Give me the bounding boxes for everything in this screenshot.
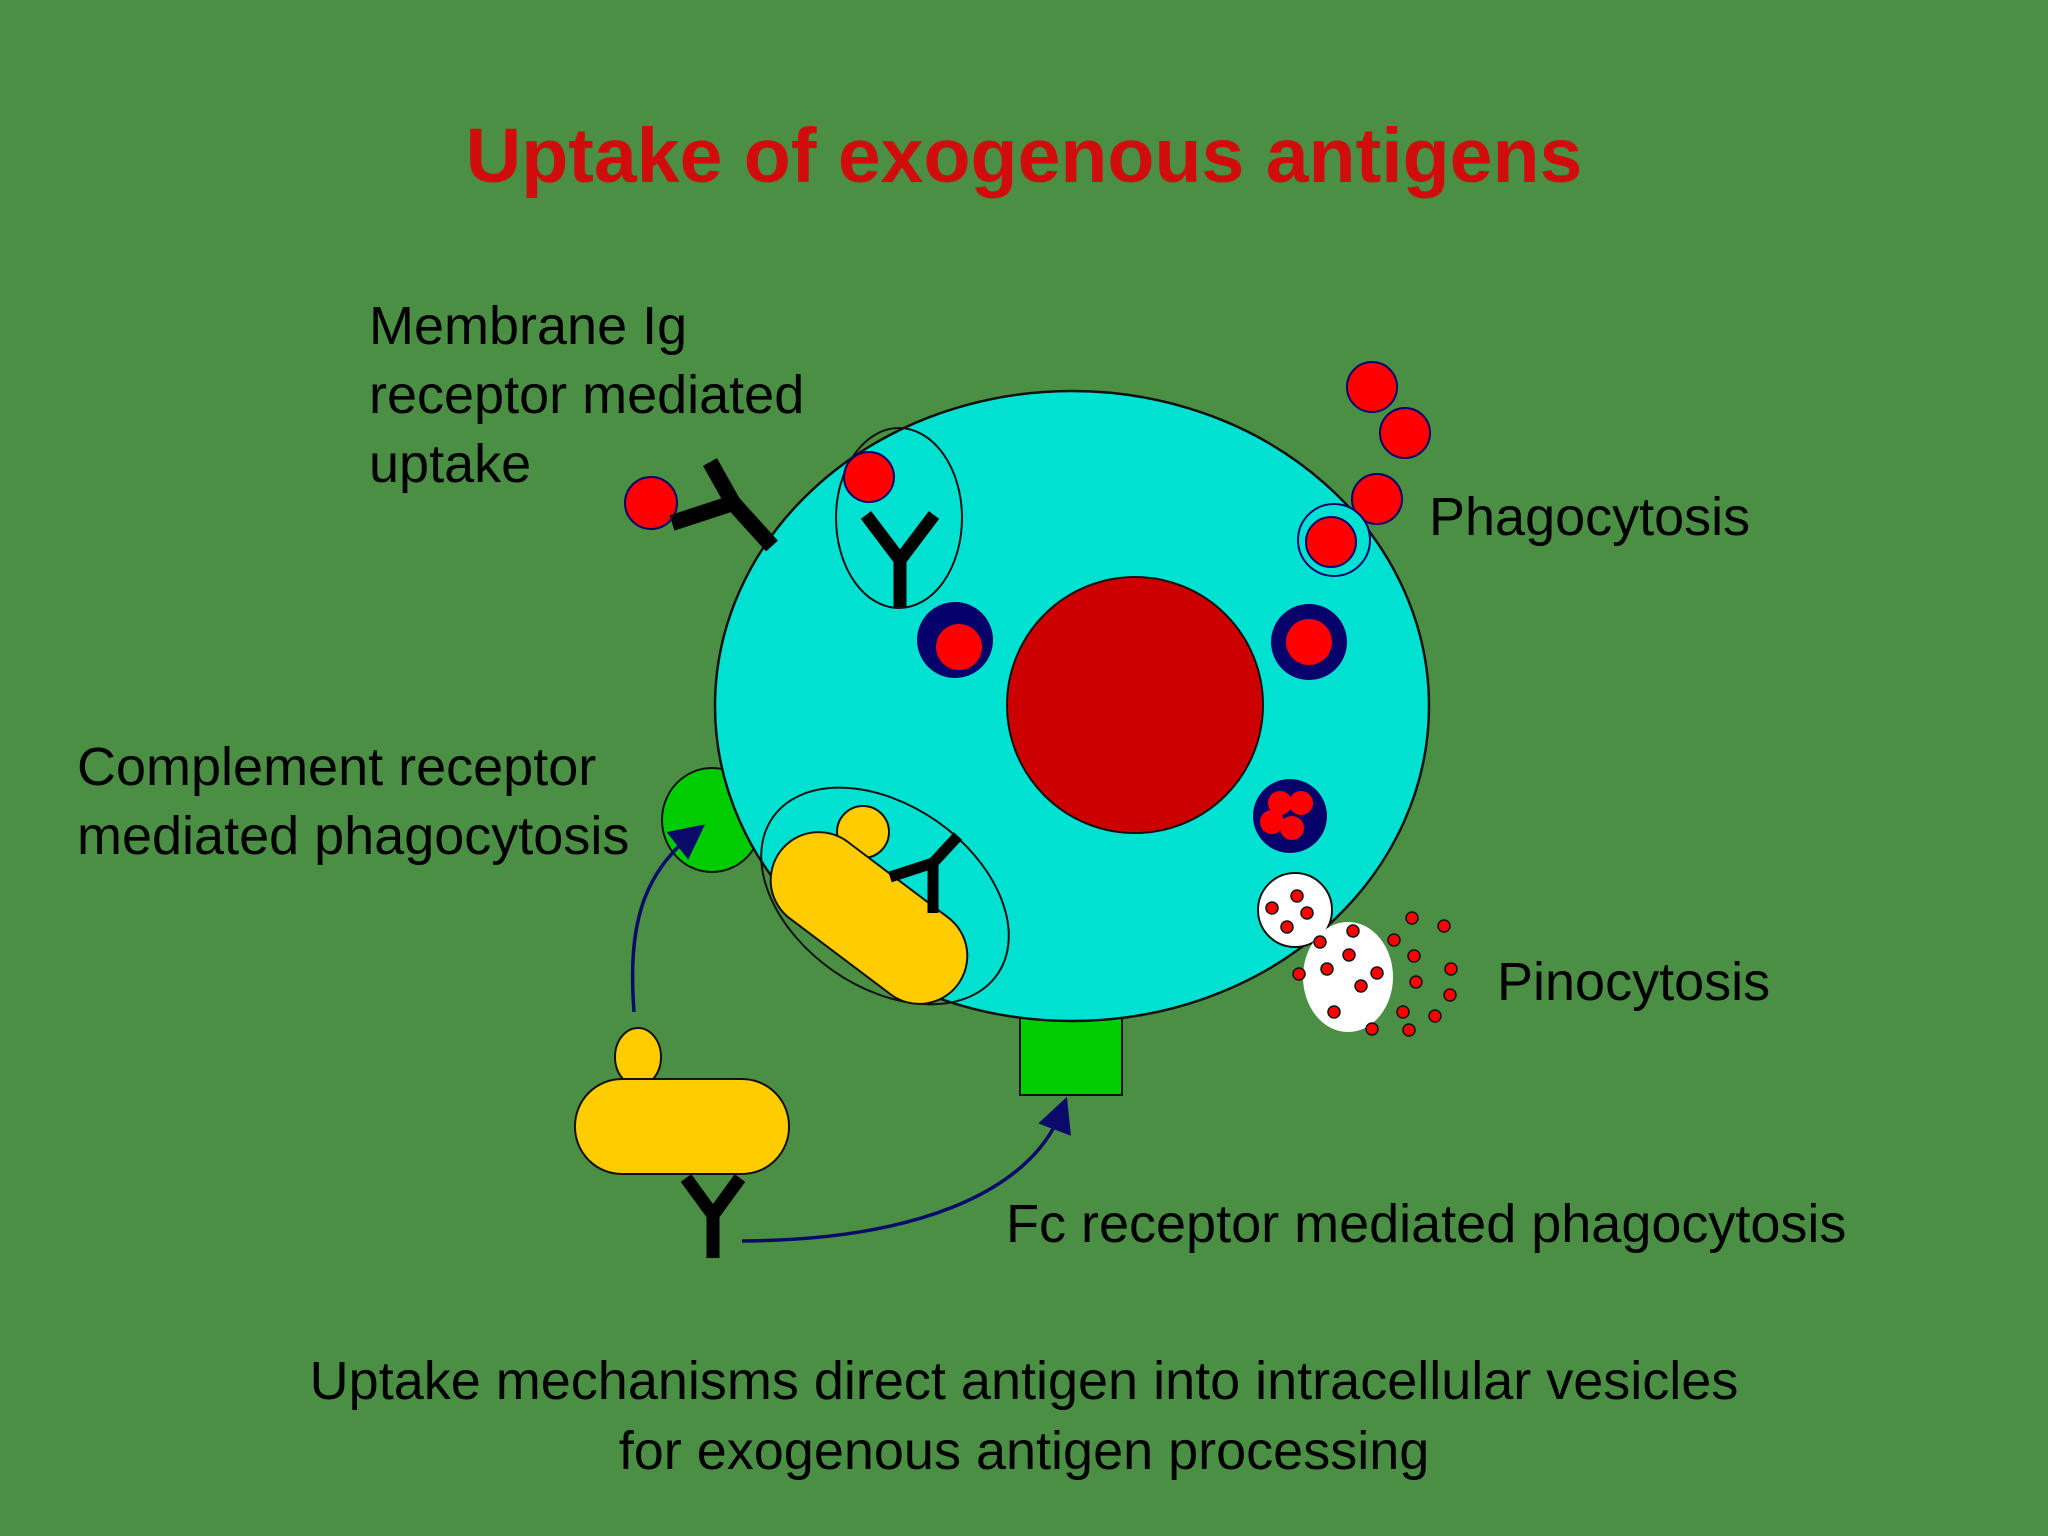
label-pinocytosis: Pinocytosis	[1497, 952, 1771, 1012]
processing-vesicle-multi	[1253, 779, 1327, 853]
slide-title: Uptake of exogenous antigens	[465, 113, 1583, 199]
arrow-to-fc-receptor	[741, 1096, 1071, 1243]
free-antigen	[624, 476, 678, 530]
label-complement: Complement receptor mediated phagocytosi…	[77, 733, 629, 871]
bacterium-internalized	[769, 805, 969, 1005]
label-membrane-ig: Membrane Ig receptor mediated uptake	[369, 292, 804, 499]
pinocytic-vesicle	[1257, 872, 1333, 948]
pinocytic-vesicle-forming	[1303, 922, 1393, 1032]
label-membrane-ig-line: uptake	[369, 434, 532, 494]
membrane-ig-receptor	[669, 458, 778, 552]
bacterium-extracellular	[574, 1027, 790, 1175]
ig-uptake-vesicle	[835, 427, 963, 609]
arrow-to-complement-receptor	[630, 824, 706, 1013]
processing-vesicle	[917, 602, 993, 678]
label-membrane-ig-line: Membrane Ig	[369, 296, 688, 356]
internalized-antigen	[843, 451, 895, 503]
complement-y-receptor	[888, 832, 963, 913]
label-membrane-ig-line: receptor mediated	[369, 365, 805, 425]
phagocytosed-particles	[1297, 361, 1431, 577]
antibody-opsonin	[680, 1174, 746, 1258]
internalized-ig-receptor	[860, 511, 940, 607]
label-complement-line: mediated phagocytosis	[77, 806, 630, 866]
slide-footer: Uptake mechanisms direct antigen into in…	[0, 1346, 2048, 1486]
footer-line: Uptake mechanisms direct antigen into in…	[309, 1351, 1739, 1411]
footer-line: for exogenous antigen processing	[618, 1421, 1430, 1481]
label-phagocytosis: Phagocytosis	[1429, 487, 1751, 547]
label-fc-receptor: Fc receptor mediated phagocytosis	[1006, 1194, 1847, 1254]
complement-phagosome	[760, 786, 1010, 1006]
nucleus	[1006, 576, 1264, 834]
extracellular-fluid-antigens	[1292, 911, 1458, 1037]
label-complement-line: Complement receptor	[77, 737, 597, 797]
processing-vesicle	[1271, 604, 1347, 680]
